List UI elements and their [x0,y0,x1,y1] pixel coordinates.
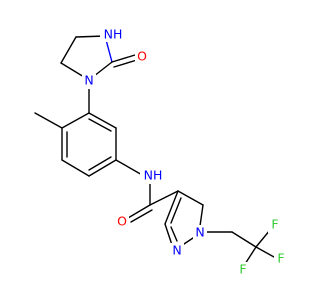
bond-pyr-c5-n1 [199,204,204,227]
bond-pyr-c3-c4-inner [170,197,182,224]
bond-cf3-f-right [255,246,275,258]
atom-n1-pyrazole: N [195,225,204,240]
bond-aryl-nh [115,159,145,177]
bond-pyr-c4-c5 [177,190,204,206]
bond-benz-4-inner [88,156,112,171]
atom-n-ring: N [84,73,93,88]
bond-ring-ch2-ch2 [60,36,77,64]
atom-f-right: F [277,251,284,266]
bond-benz-1 [61,112,90,129]
molecule-canvas: NH O N NH O N N F F F [34,26,285,277]
bond-ch2-cf3 [231,231,257,248]
atom-f-left: F [239,262,246,277]
bond-cf3-f-left [244,246,257,265]
bond-benz-6 [88,112,117,129]
atom-o-amide: O [117,214,127,229]
bond-ring-carbonyl-1 [111,54,136,63]
bond-amide-co-1 [127,204,151,219]
bond-carbonyl-pyrazole [149,190,179,206]
bond-ring-carbonyl-2 [113,59,138,68]
atom-f-top: F [271,217,278,232]
atom-n2-pyrazole: N [172,243,181,258]
bond-pyr-n2-c3 [164,223,173,246]
bond-pyr-c3-c4 [164,190,179,225]
bond-benz-6-inner [88,118,112,132]
atom-nh-ring: NH [104,27,123,42]
bond-cf3-f-top [255,229,271,248]
atom-nh-amide: NH [144,168,163,183]
bond-methyl [34,112,63,129]
atom-o-ring-carbonyl: O [137,49,147,64]
bond-benz-4 [88,159,117,177]
molecule-structure: NH O N NH O N N F F F [34,26,285,277]
bond-amide-co-2 [130,209,153,223]
bond-pyr-n2-c3-inner [170,226,178,242]
bond-benz-3 [61,159,90,177]
